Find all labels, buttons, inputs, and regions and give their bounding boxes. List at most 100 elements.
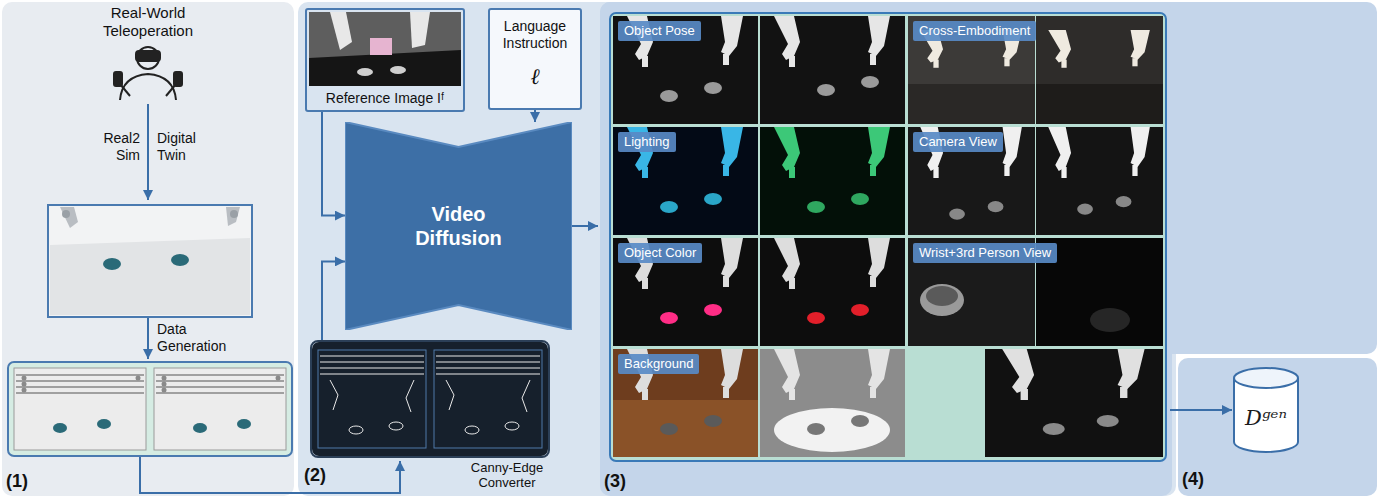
canny-edge-frames-part-part (446, 380, 454, 410)
generated-video-grid-part (613, 238, 758, 346)
augmentation-tile: Camera View (908, 127, 1163, 235)
generated-sim-frames-part-part (162, 382, 167, 387)
flow-connector (1170, 409, 1232, 411)
diffusion-shape (345, 122, 572, 330)
teleoperator-icon-part (174, 72, 182, 86)
augmentation-tile: Object Color (613, 238, 903, 346)
generated-video-grid-part (949, 201, 1003, 220)
teleoperator-icon-part (136, 51, 160, 61)
canny-edge-frames-part-part (330, 380, 338, 410)
step-label: Real2 Sim (84, 130, 140, 164)
generated-sim-frames-part (193, 423, 207, 433)
dataset-cylinder: Dᵍᵉⁿ (1232, 366, 1300, 454)
digital-twin-render-part (103, 258, 121, 270)
generated-video-grid-part (774, 127, 890, 178)
canny-edge-frames-part-part (505, 422, 519, 430)
canny-edge-frames-part-part (465, 426, 479, 434)
flow-arrows-part (147, 104, 149, 200)
generated-video-grid-part (1036, 84, 1163, 124)
generated-video-grid-part (1048, 30, 1150, 68)
canny-edge-frames-part-part (522, 380, 530, 412)
generated-sim-frames-part-part (162, 376, 167, 381)
generated-video-grid (610, 13, 1166, 461)
diffusion-model: Video Diffusion (345, 122, 572, 330)
cylinder-top (1234, 368, 1298, 388)
model-name: Video Diffusion (404, 202, 514, 250)
generated-video-grid-part (613, 400, 758, 457)
generated-video-grid-part (774, 408, 890, 452)
label-slot: Real-World Teleoperation (83, 4, 213, 40)
generated-video-grid-part (1036, 127, 1163, 235)
flow-connector (322, 112, 345, 216)
generated-video-grid-part (1043, 415, 1119, 435)
dataset-symbol: Dᵍᵉⁿ (1245, 406, 1287, 430)
converter-caption: Canny-Edge Converter (457, 460, 557, 490)
variation-label: Lighting (618, 132, 676, 152)
generated-video-grid-part (908, 84, 1035, 124)
canny-edge-frames-part-part (349, 426, 363, 434)
generated-sim-frames-part-part (22, 388, 27, 393)
canny-edge-frames-part-part (406, 380, 414, 412)
label-slot: Digital Twin (157, 130, 219, 164)
variation-label: Cross-Embodiment (913, 21, 1036, 41)
diffusion-outline (345, 122, 572, 330)
generated-sim-frames-part (22, 376, 281, 393)
digital-twin-render-part (226, 207, 240, 226)
canny-edge-frames (312, 342, 548, 456)
box-heading: Language Instruction (494, 18, 576, 52)
reference-photo-part (390, 66, 406, 74)
generated-sim-frames (8, 362, 292, 456)
generated-sim-frames-part (8, 362, 292, 456)
panel-backgrounds-part (600, 2, 1377, 354)
label-slot: Data Generation (157, 321, 237, 355)
generated-video-grid-part (985, 349, 1163, 457)
generated-sim-frames-part-part (156, 375, 284, 393)
generated-sim-frames-part-part (162, 388, 167, 393)
image-caption: Reference Image Iᶠ (326, 90, 444, 107)
augmentation-tile: Object Pose (613, 16, 903, 124)
generated-video-grid-part (920, 284, 964, 316)
generated-video-grid-part (760, 127, 905, 235)
stage-panel: (2)Reference Image IᶠLanguage Instructio… (298, 0, 598, 498)
generated-video-grid-part (1002, 349, 1144, 400)
generated-video-grid-part (760, 16, 905, 124)
step-label: Real-World Teleoperation (83, 4, 213, 40)
step-label: Digital Twin (157, 130, 219, 164)
generated-video-grid-part (760, 238, 905, 346)
generated-sim-frames-part-part (22, 376, 27, 381)
generated-video-grid-part (807, 415, 869, 435)
panel-backgrounds-part (1178, 358, 1377, 496)
teleoperator-icon-part (120, 74, 176, 100)
panel-number: (1) (6, 470, 28, 492)
generated-video-grid-part (660, 415, 722, 435)
reference-photo (309, 12, 461, 86)
variation-label: Object Pose (618, 21, 701, 41)
generated-sim-frames-part (14, 368, 146, 450)
panel-number: (3) (604, 470, 626, 492)
generated-video-grid-part (613, 127, 758, 235)
generated-video-grid-part (613, 16, 758, 124)
generated-video-grid-part (1077, 196, 1131, 215)
stage-panel: (3) Object Pose Cross-EmbodimentLighting Ca… (598, 0, 1170, 498)
canny-edge-frames-part (312, 342, 548, 456)
canny-edge-frames-part-part (436, 356, 540, 374)
digital-twin-render (48, 205, 252, 317)
reference-photo-part (357, 68, 373, 76)
generated-sim-frames-part (237, 419, 251, 429)
reference-image-box: Reference Image Iᶠ (305, 8, 465, 112)
panel-backgrounds-part (600, 2, 1172, 496)
edge-converter-box: Canny-Edge Converter (310, 340, 550, 458)
augmentation-tile: Cross-Embodiment (908, 16, 1163, 124)
stage-panel: (4)Dᵍᵉⁿ (1176, 356, 1377, 496)
generated-video-grid-part (1090, 308, 1130, 332)
generated-video-grid-part (660, 193, 722, 213)
generated-sim-frames-part-part (22, 382, 27, 387)
step-label: Data Generation (157, 321, 237, 355)
augmentation-tile: Background (613, 349, 903, 457)
canny-edge-frames-part (320, 356, 540, 434)
generated-sim-frames-part (53, 423, 67, 433)
canny-edge-frames-part (318, 350, 426, 448)
reference-photo-part (410, 12, 430, 48)
